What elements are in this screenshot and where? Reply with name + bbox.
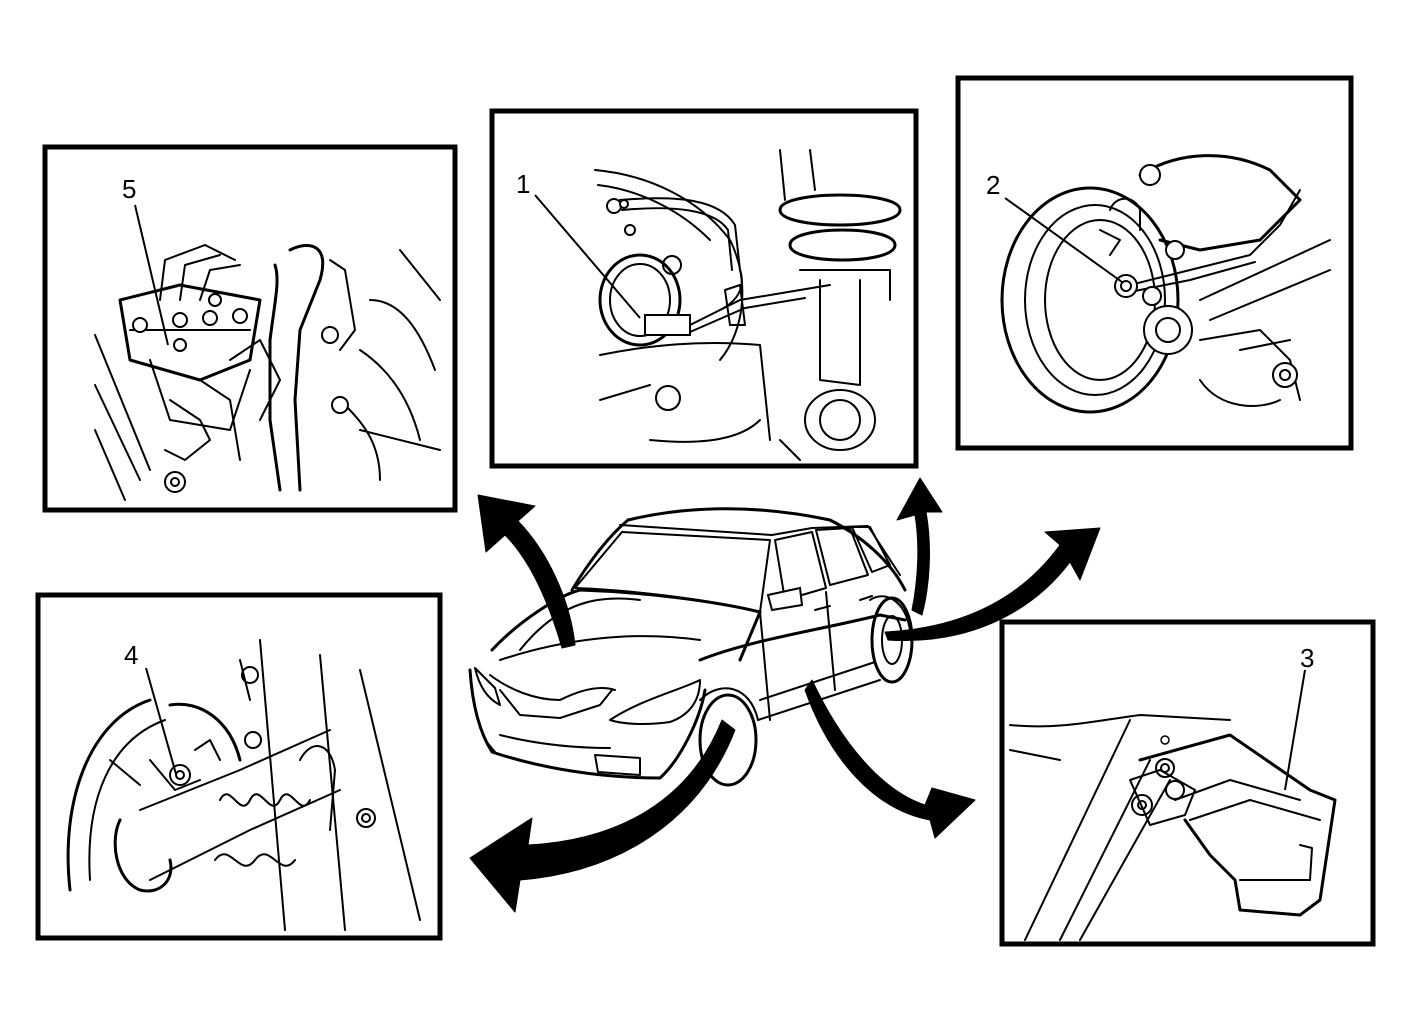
- panel-2-drawing: [1000, 154, 1331, 414]
- callout-4: 4: [124, 640, 138, 670]
- arrow-to-panel-5: [477, 494, 576, 649]
- panel-1-drawing: [594, 149, 902, 461]
- arrow-to-panel-3: [804, 679, 976, 839]
- callout-2: 2: [986, 170, 1000, 200]
- callout-5: 5: [122, 174, 136, 204]
- panel-3-drawing: [1009, 714, 1337, 941]
- callout-3: 3: [1300, 643, 1314, 673]
- arrow-to-panel-1: [896, 477, 943, 616]
- panel-2-rear-wheel-speed-sensor-connector: 2: [955, 75, 1354, 451]
- arrows: [469, 477, 1101, 913]
- panel-5-drawing: [94, 244, 441, 501]
- vehicle-illustration: [468, 507, 914, 787]
- arrow-to-panel-4: [469, 719, 736, 913]
- panel-3-ebcm-bracket: 3: [999, 619, 1376, 947]
- arrow-to-panel-2: [884, 527, 1101, 642]
- panel-1-rear-wheel-speed-sensor: 1: [489, 108, 919, 469]
- callout-1: 1: [516, 169, 530, 199]
- panel-4-front-wheel-speed-sensor: 4: [35, 592, 443, 941]
- panel-4-drawing: [66, 639, 421, 931]
- panel-5-abs-modulator: 5: [42, 144, 458, 513]
